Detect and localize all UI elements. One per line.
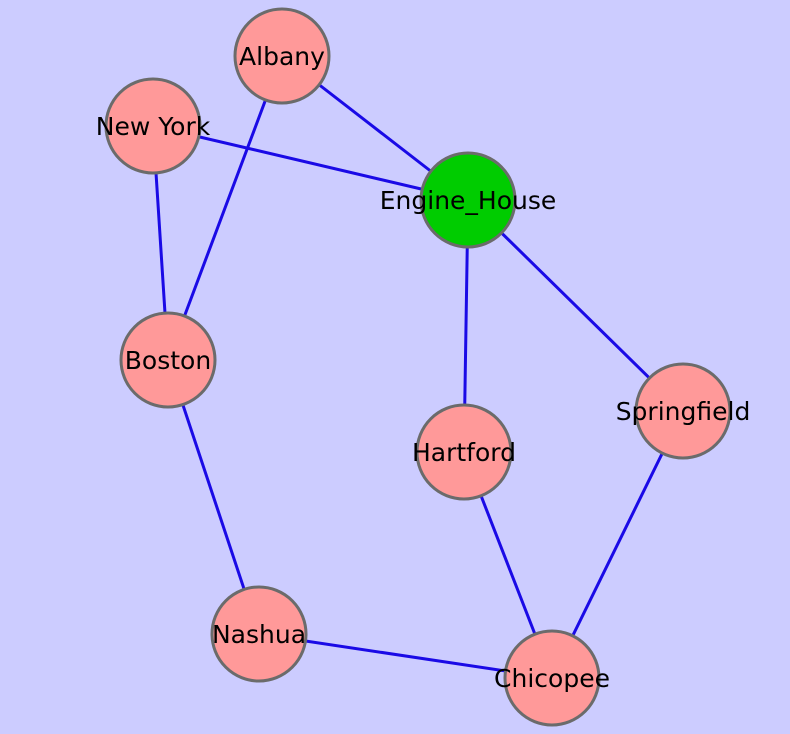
edge-nashua-chicopee	[257, 632, 554, 680]
edge-springfield-chicopee	[550, 409, 685, 680]
node-circle-new-york[interactable]	[104, 77, 202, 175]
node-circle-nashua[interactable]	[210, 585, 308, 683]
node-circle-engine-house[interactable]	[419, 151, 517, 249]
node-albany[interactable]: Albany	[233, 7, 331, 105]
node-circle-springfield[interactable]	[634, 362, 732, 460]
node-label-engine-house: Engine_House	[380, 186, 557, 215]
node-engine-house[interactable]: Engine_House	[380, 151, 557, 249]
edge-layer	[151, 54, 685, 680]
node-label-chicopee: Chicopee	[494, 664, 610, 693]
node-springfield[interactable]: Springfield	[616, 362, 751, 460]
edge-new-york-engine-house	[151, 124, 470, 202]
node-circle-albany[interactable]	[233, 7, 331, 105]
node-circle-chicopee[interactable]	[503, 629, 601, 727]
node-circle-hartford[interactable]	[415, 403, 513, 501]
node-new-york[interactable]: New York	[96, 77, 211, 175]
node-nashua[interactable]: Nashua	[210, 585, 308, 683]
node-label-boston: Boston	[125, 346, 211, 375]
edge-albany-boston	[166, 54, 284, 362]
node-label-new-york: New York	[96, 112, 211, 141]
node-label-nashua: Nashua	[212, 620, 306, 649]
node-label-springfield: Springfield	[616, 397, 751, 426]
edge-engine-house-springfield	[466, 198, 685, 413]
node-boston[interactable]: Boston	[119, 311, 217, 409]
node-chicopee[interactable]: Chicopee	[494, 629, 610, 727]
node-circle-boston[interactable]	[119, 311, 217, 409]
node-label-albany: Albany	[239, 42, 325, 71]
node-label-hartford: Hartford	[412, 438, 516, 467]
node-hartford[interactable]: Hartford	[412, 403, 516, 501]
